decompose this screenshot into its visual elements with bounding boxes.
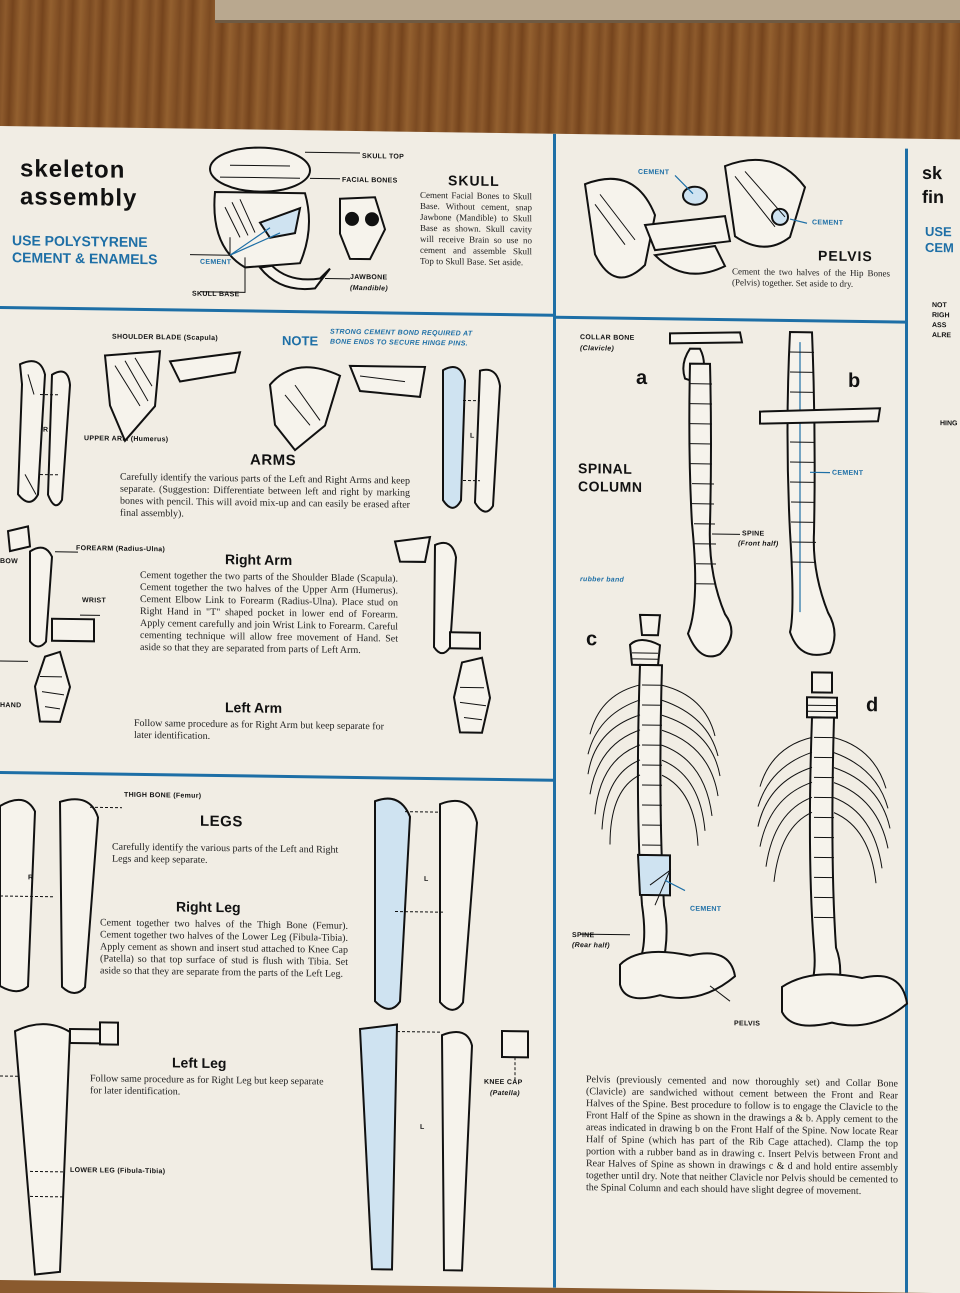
right-arm-text: Cement together the two parts of the Sho…	[140, 569, 398, 657]
pelvis-cement-right-label: CEMENT	[812, 219, 844, 227]
arms-heading: ARMS	[250, 451, 297, 470]
next-sheet-title-fragment-2: fin	[922, 186, 944, 208]
spine-rear-c-illustration	[580, 613, 737, 1002]
left-femur-l-mark: L	[424, 875, 429, 883]
divider-vertical-left	[553, 133, 556, 1288]
divider-arms-legs	[0, 771, 553, 782]
left-leg-tibia-illustration	[358, 1023, 529, 1272]
skull-base-label: SKULL BASE	[192, 290, 240, 299]
shoulder-blade-label: SHOULDER BLADE (Scapula)	[112, 333, 218, 343]
arms-note-text-1: STRONG CEMENT BOND REQUIRED AT	[330, 328, 473, 338]
facial-bones-label: FACIAL BONES	[342, 176, 398, 185]
next-sheet-hinge-fragment: HING	[940, 420, 958, 428]
next-sheet-note-fragment-2: RIGH	[932, 312, 950, 320]
spine-front-b-illustration	[759, 331, 882, 656]
spinal-column-text: Pelvis (previously cemented and now thor…	[586, 1074, 898, 1198]
forearm-label: FOREARM (Radius-Ulna)	[76, 545, 166, 554]
skull-heading: SKULL	[448, 172, 500, 189]
lower-leg-label: LOWER LEG (Fibula-Tibia)	[70, 1166, 166, 1176]
legs-heading: LEGS	[200, 812, 243, 831]
elbow-label: BOW	[0, 558, 19, 566]
next-sheet-note-fragment-1: NOT	[932, 302, 947, 310]
shoulder-blade-right-illustration	[268, 364, 427, 452]
divider-pelvis	[556, 315, 906, 324]
upper-arm-left-illustration	[442, 366, 502, 513]
upper-arm-r-mark: R	[43, 426, 49, 434]
rubber-band-label: rubber band	[580, 576, 625, 584]
spine-rear-d-illustration	[757, 671, 909, 1027]
left-arm-heading: Left Arm	[225, 699, 283, 716]
left-arm-text: Follow same procedure as for Right Arm b…	[134, 717, 384, 742]
spine-cement-label: CEMENT	[832, 469, 864, 478]
left-leg-heading: Left Leg	[172, 1054, 227, 1072]
skull-text: Cement Facial Bones to Skull Base. Witho…	[420, 189, 532, 268]
legs-text: Carefully identify the various parts of …	[112, 841, 339, 866]
spine-rear-cement-label: CEMENT	[690, 905, 722, 914]
subtitle-line2: CEMENT & ENAMELS	[12, 249, 158, 268]
instruction-sheet: skeleton assembly USE POLYSTYRENE CEMENT…	[0, 126, 960, 1293]
left-leg-femur-illustration	[374, 797, 479, 1011]
page-title-line2: assembly	[20, 183, 138, 212]
pelvis-cement-left-label: CEMENT	[638, 168, 670, 177]
next-sheet-use-fragment-2: CEM	[925, 239, 954, 256]
thigh-bone-illustration	[0, 798, 122, 995]
shoulder-blade-illustration	[103, 350, 242, 443]
spinal-heading-1: SPINAL	[578, 460, 633, 477]
forearm-illustration	[0, 525, 100, 723]
next-sheet-note-fragment-3: ASS	[932, 322, 947, 330]
knee-cap-label: KNEE CAP	[484, 1078, 523, 1087]
box-lid-edge	[215, 0, 960, 23]
thigh-bone-label: THIGH BONE (Femur)	[124, 791, 202, 800]
right-arm-assembled-illustration	[393, 535, 492, 734]
next-sheet-title-fragment-1: sk	[922, 162, 943, 184]
collar-bone-label: COLLAR BONE	[580, 334, 635, 342]
hand-label: HAND	[0, 702, 22, 710]
pelvis-illustration	[583, 158, 808, 279]
right-leg-text: Cement together two halves of the Thigh …	[100, 917, 348, 980]
pelvis-heading: PELVIS	[818, 247, 873, 265]
spine-rear-sub-label: (Rear half)	[572, 941, 610, 950]
thigh-bone-r-mark: R	[28, 874, 34, 882]
jawbone-label: JAWBONE	[350, 273, 388, 282]
upper-arm-illustration	[16, 360, 72, 507]
mandible-label: (Mandible)	[350, 284, 388, 293]
next-sheet-use-fragment-1: USE	[925, 223, 952, 240]
page-title-line1: skeleton	[20, 155, 126, 184]
arms-text: Carefully identify the various parts of …	[120, 471, 410, 520]
lower-leg-illustration	[0, 1021, 119, 1276]
pelvis-text: Cement the two halves of the Hip Bones (…	[732, 266, 890, 289]
right-arm-heading: Right Arm	[225, 551, 293, 569]
spine-front-a-illustration	[669, 331, 744, 658]
clavicle-label: (Clavicle)	[580, 345, 615, 353]
skull-top-label: SKULL TOP	[362, 153, 405, 161]
arms-note-text-2: BONE ENDS TO SECURE HINGE PINS.	[330, 338, 468, 348]
next-sheet-note-fragment-4: ALRE	[932, 332, 952, 340]
upper-arm-l-mark: L	[470, 432, 475, 440]
subtitle-line1: USE POLYSTYRENE	[12, 232, 148, 251]
arms-note-label: NOTE	[282, 332, 319, 349]
skull-illustration	[190, 146, 387, 293]
skull-cement-label: CEMENT	[200, 258, 232, 267]
wrist-label: WRIST	[82, 597, 107, 605]
left-tibia-l-mark: L	[420, 1123, 425, 1131]
right-leg-heading: Right Leg	[176, 898, 241, 916]
spine-rear-label: SPINE	[572, 931, 595, 940]
patella-label: (Patella)	[490, 1089, 520, 1098]
